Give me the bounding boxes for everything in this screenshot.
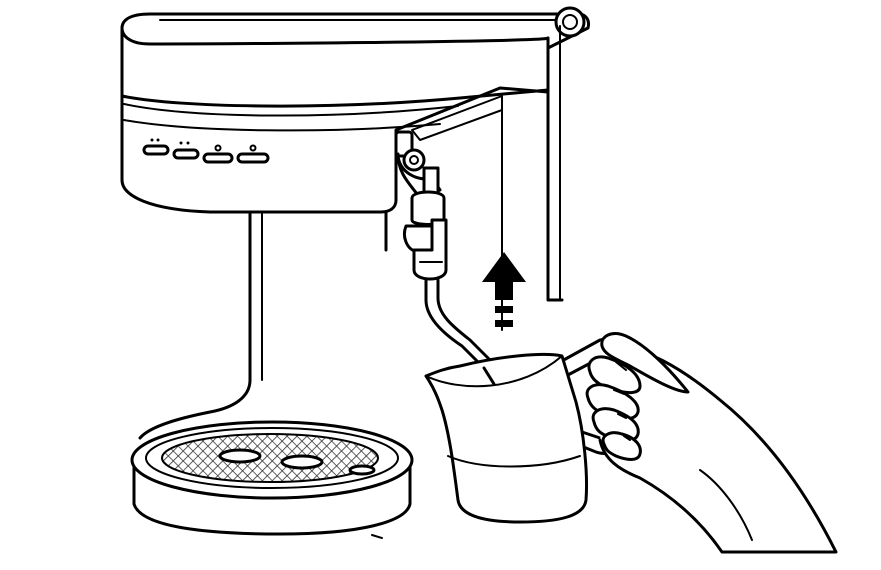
button-hot-water[interactable]	[202, 144, 234, 164]
grate-vent-small	[348, 464, 376, 476]
milk-pitcher[interactable]	[424, 337, 626, 524]
pitcher-rim	[425, 355, 563, 388]
body-band-line	[120, 88, 550, 108]
wand-pipe	[424, 278, 486, 370]
machine-top-lid	[120, 12, 590, 50]
pitcher-fill-line	[447, 455, 581, 468]
arrow-up-icon	[482, 252, 526, 327]
button-single-shot[interactable]	[142, 138, 170, 156]
control-panel	[142, 138, 270, 164]
pitcher-body	[424, 352, 588, 524]
thumb	[600, 332, 690, 394]
drip-tray	[130, 420, 414, 539]
button-steam[interactable]	[236, 144, 270, 164]
hand-palm	[598, 347, 838, 554]
finger-3	[591, 407, 640, 443]
steam-wand[interactable]	[394, 130, 494, 370]
drip-tray-grate	[161, 433, 379, 483]
lid-hinge-knob	[554, 6, 586, 38]
finger-4	[601, 431, 642, 461]
button-double-shot[interactable]	[172, 141, 200, 160]
steam-wand-housing	[394, 86, 550, 202]
machine-upper-body	[120, 28, 398, 214]
espresso-machine	[120, 6, 590, 539]
grate-vent-left	[218, 448, 262, 464]
body-band-line-2	[123, 103, 459, 117]
hand	[585, 332, 838, 554]
grate-vent-right	[280, 454, 324, 470]
body-band-line-3	[123, 119, 441, 132]
machine-stem	[138, 210, 252, 440]
